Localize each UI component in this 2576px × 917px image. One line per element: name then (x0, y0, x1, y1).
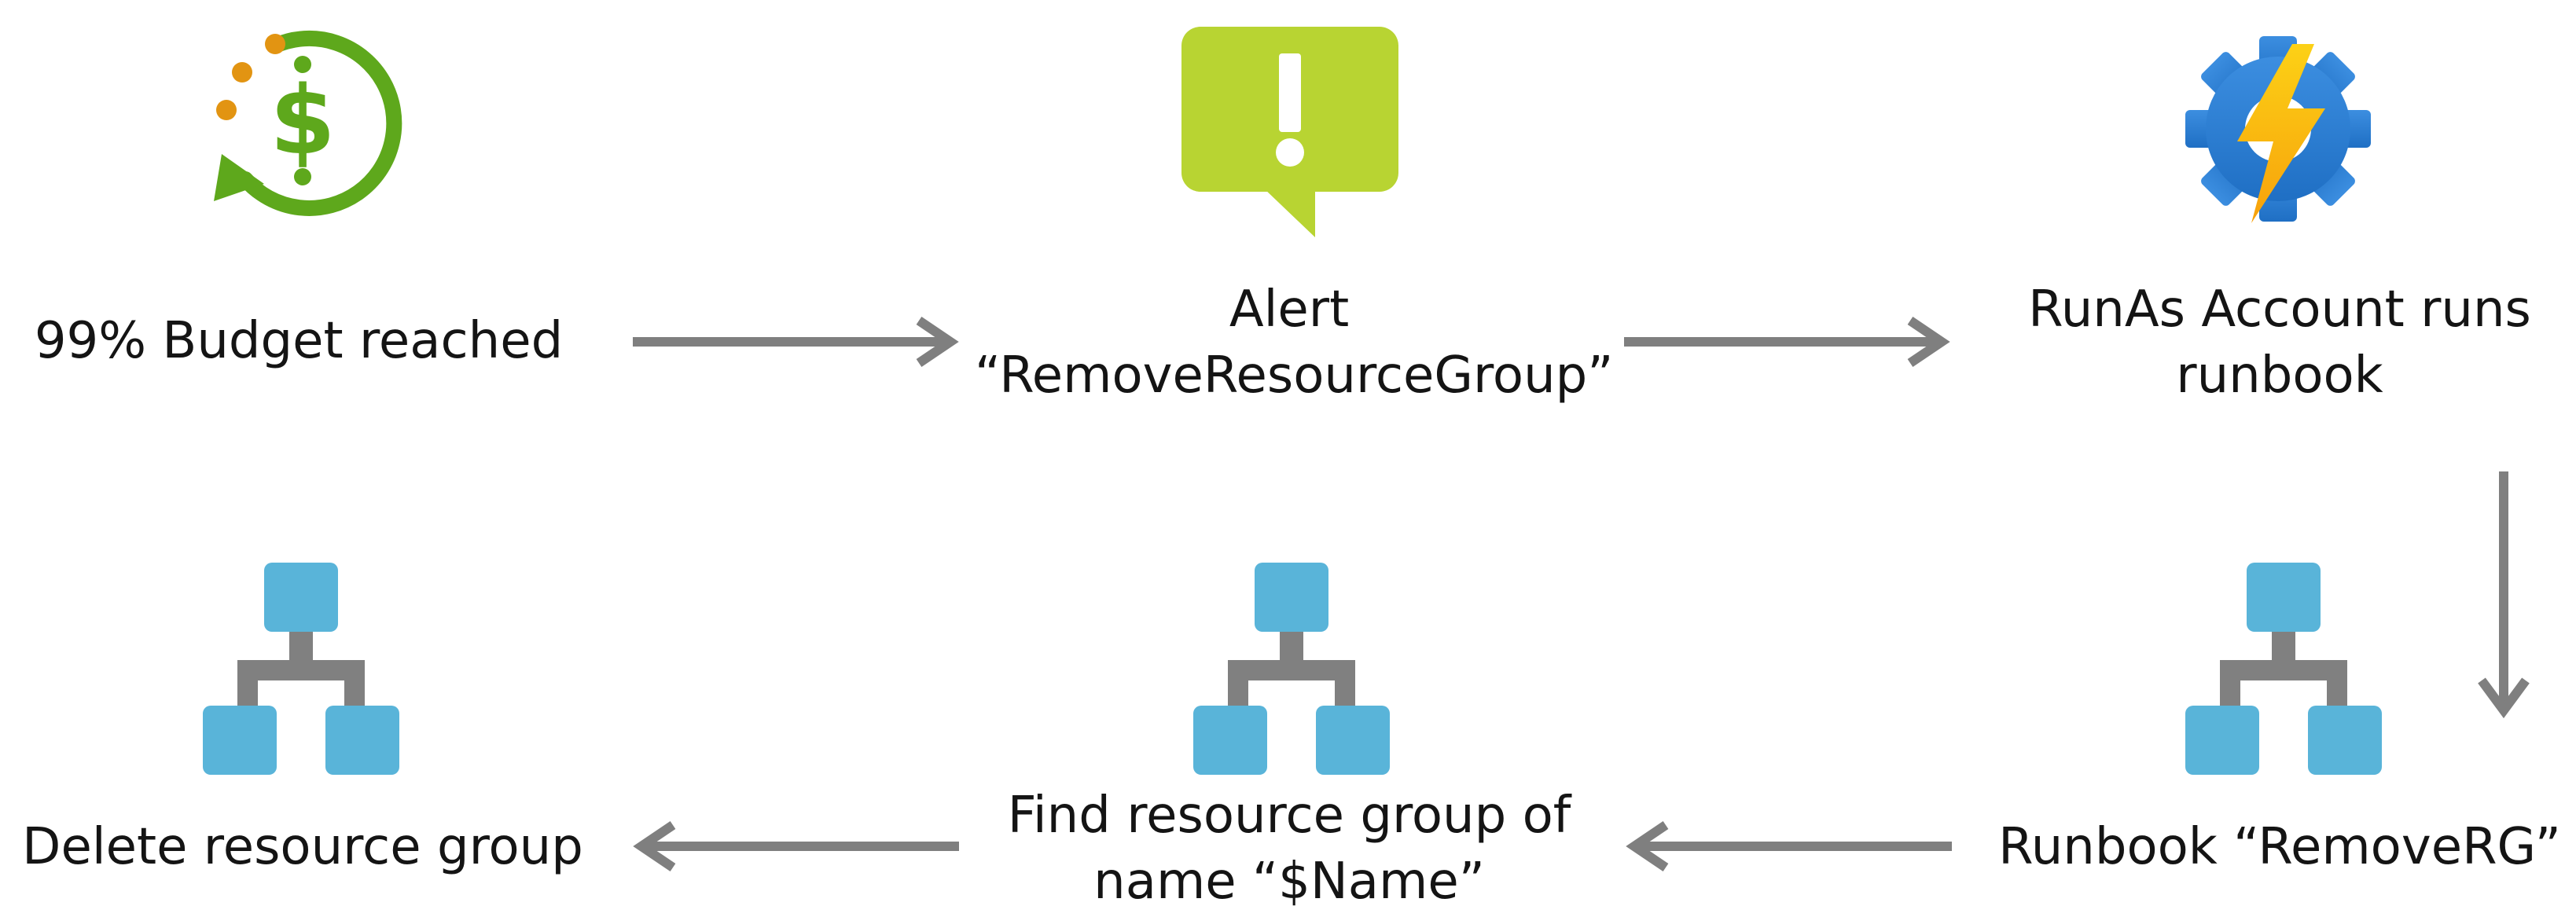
step-find-label: Find resource group of name “$Name” (975, 783, 1604, 915)
resource-group-hierarchy-icon (203, 563, 399, 775)
flow-arrow-runbook-to-find (1626, 821, 1952, 871)
step-runbook-label: Runbook “RemoveRG” (1965, 814, 2576, 880)
flow-arrow-budget-to-alert (633, 317, 959, 367)
step-delete-line1: Delete resource group (22, 818, 583, 876)
step-budget-line1: 99% Budget reached (34, 312, 564, 370)
step-alert-line2: “RemoveResourceGroup” (975, 347, 1614, 405)
step-delete-label: Delete resource group (0, 814, 605, 880)
step-find-line2: name “$Name” (1093, 853, 1485, 911)
step-budget-label: 99% Budget reached (0, 308, 597, 374)
alert-speech-bubble-icon (1181, 27, 1398, 237)
step-runas-line2: runbook (2176, 347, 2383, 405)
resource-group-hierarchy-icon (1193, 563, 1390, 775)
budget-cost-icon: $ (214, 30, 402, 216)
automation-gear-bolt-icon (2185, 36, 2371, 223)
step-alert-label: Alert “RemoveResourceGroup” (975, 277, 1614, 409)
flow-arrow-find-to-delete (633, 821, 959, 871)
svg-text:$: $ (270, 67, 336, 176)
step-find-line1: Find resource group of (1007, 787, 1571, 845)
step-runas-label: RunAs Account runs runbook (1965, 277, 2576, 409)
resource-group-hierarchy-icon (2185, 563, 2382, 775)
step-alert-line1: Alert (1229, 281, 1350, 339)
step-runas-line1: RunAs Account runs (2028, 281, 2531, 339)
step-runbook-line1: Runbook “RemoveRG” (1998, 818, 2561, 876)
flow-arrow-runas-to-runbook (2478, 471, 2530, 719)
flow-arrow-alert-to-runas (1624, 317, 1950, 367)
